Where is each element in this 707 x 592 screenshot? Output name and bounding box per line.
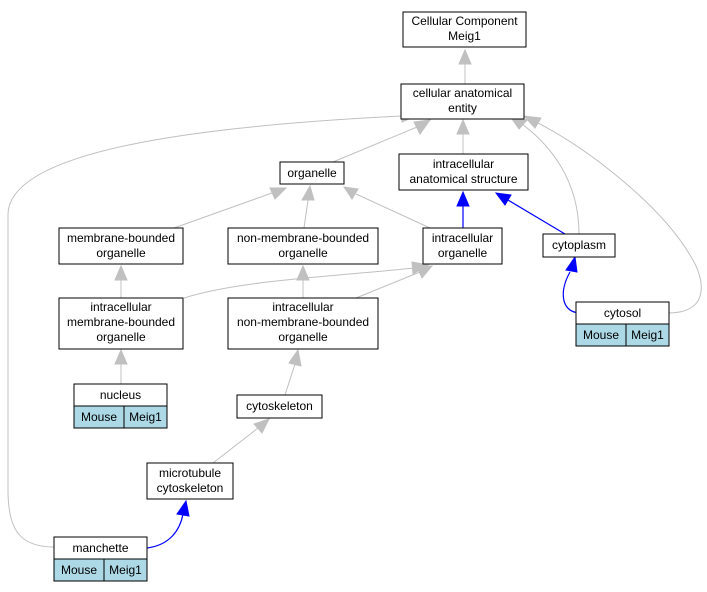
node-label: manchette	[72, 541, 128, 555]
node-label: cytoskeleton	[157, 481, 224, 495]
node-cytoplasm[interactable]: cytoplasm	[542, 233, 616, 258]
arrowhead	[413, 119, 432, 135]
node-label: intracellular	[433, 157, 494, 171]
edges	[7, 48, 702, 549]
arrowhead	[416, 265, 434, 279]
arrowhead	[114, 348, 128, 365]
node-label: Cellular Component	[411, 14, 518, 28]
species-label: Mouse	[81, 410, 117, 424]
edge-io-to-organelle	[355, 193, 431, 229]
node-label: organelle	[278, 330, 328, 344]
node-label: intracellular	[432, 231, 493, 245]
node-membrane-bounded-organelle[interactable]: membrane-bounded organelle	[58, 227, 184, 265]
node-label: organelle	[96, 330, 146, 344]
node-label: cytosol	[604, 306, 641, 320]
arrowhead	[494, 192, 512, 206]
node-cytosol[interactable]: cytosol Mouse Meig1	[575, 301, 670, 347]
node-organelle[interactable]: organelle	[279, 161, 345, 185]
node-microtubule-cytoskeleton[interactable]: microtubule cytoskeleton	[146, 462, 234, 500]
arrowhead	[176, 499, 190, 517]
node-label: cytoskeleton	[246, 399, 313, 413]
edge-manchette-to-entity	[7, 115, 403, 548]
edge-nmbo-to-organelle	[303, 199, 309, 229]
node-label: intracellular	[90, 300, 151, 314]
edge-manchette-to-mtc	[146, 513, 184, 549]
node-label: entity	[448, 101, 477, 115]
node-non-membrane-bounded-organelle[interactable]: non-membrane-bounded organelle	[227, 227, 379, 265]
node-label: anatomical structure	[409, 172, 517, 186]
edge-cytosol-to-entity	[537, 122, 702, 314]
node-label: nucleus	[100, 388, 141, 402]
edge-imbo-to-io	[183, 267, 415, 299]
node-label: membrane-bounded	[67, 315, 175, 329]
node-manchette[interactable]: manchette Mouse Meig1	[53, 536, 148, 582]
node-label: microtubule	[159, 466, 221, 480]
gene-label: Meig1	[631, 328, 664, 342]
node-label: non-membrane-bounded	[237, 315, 369, 329]
node-nucleus[interactable]: nucleus Mouse Meig1	[73, 383, 168, 429]
node-label: organelle	[96, 246, 146, 260]
arrowhead	[269, 187, 288, 200]
edge-cytoplasm-to-ias	[507, 199, 566, 235]
edge-mtc-to-cytoskeleton	[212, 427, 259, 464]
arrowhead	[565, 255, 578, 273]
arrowhead	[301, 184, 315, 201]
edge-inmbo-to-io	[355, 271, 421, 299]
edge-cytoskeleton-to-inmbo	[284, 363, 296, 396]
node-label: intracellular	[272, 300, 333, 314]
species-label: Mouse	[61, 563, 97, 577]
species-label: Mouse	[583, 328, 619, 342]
node-intracellular-membrane-bounded-organelle[interactable]: intracellular membrane-bounded organelle	[58, 297, 184, 350]
arrowhead	[522, 115, 542, 129]
arrowhead	[253, 418, 270, 434]
arrowhead	[114, 264, 128, 281]
node-label: cytoplasm	[552, 238, 606, 252]
edge-mbo-to-organelle	[173, 192, 273, 229]
edge-organelle-to-entity	[332, 126, 418, 163]
node-intracellular-non-membrane-bounded-organelle[interactable]: intracellular non-membrane-bounded organ…	[227, 297, 379, 350]
edge-cytoplasm-to-entity	[521, 123, 580, 235]
gene-label: Meig1	[109, 563, 142, 577]
node-cellular-component[interactable]: Cellular Component Meig1	[402, 11, 527, 48]
node-label: cellular anatomical	[413, 86, 512, 100]
node-label: Meig1	[448, 29, 481, 43]
node-label: organelle	[287, 166, 337, 180]
arrowhead	[288, 348, 302, 367]
node-cytoskeleton[interactable]: cytoskeleton	[236, 394, 323, 419]
arrowhead	[342, 186, 359, 200]
node-intracellular-anatomical-structure[interactable]: intracellular anatomical structure	[398, 153, 529, 191]
arrowhead	[456, 190, 470, 207]
node-label: organelle	[278, 246, 328, 260]
node-cellular-anatomical-entity[interactable]: cellular anatomical entity	[400, 83, 525, 120]
edge-cytosol-to-cytoplasm	[562, 271, 579, 314]
node-label: organelle	[438, 246, 488, 260]
node-label: membrane-bounded	[67, 231, 175, 245]
arrowhead	[456, 118, 470, 135]
node-intracellular-organelle[interactable]: intracellular organelle	[422, 227, 503, 265]
node-label: non-membrane-bounded	[237, 231, 369, 245]
arrowhead	[296, 264, 310, 281]
gene-label: Meig1	[129, 410, 162, 424]
arrowhead	[458, 48, 472, 65]
